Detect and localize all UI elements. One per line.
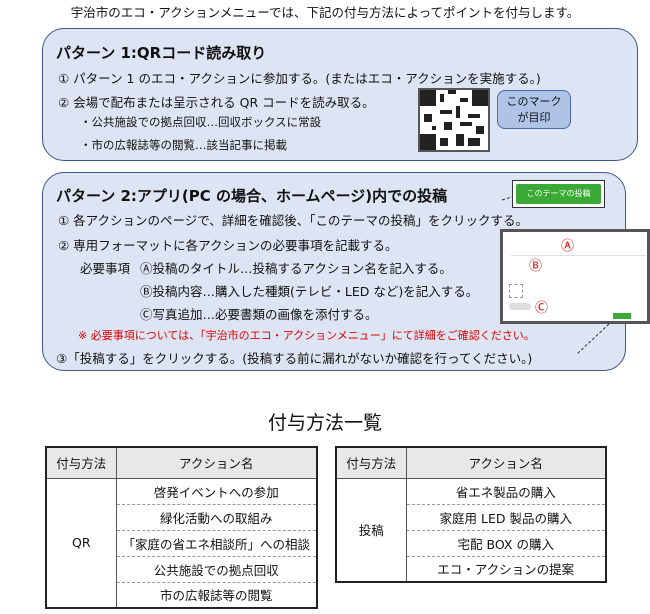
post-form-screenshot: Ⓐ Ⓑ Ⓒ <box>500 229 650 324</box>
req-c: Ⓒ写真追加…必要書類の画像を添付する。 <box>140 307 378 322</box>
pattern2-step3: ③「投稿する」をクリックする。(投稿する前に漏れがないか確認を行ってください。) <box>56 351 533 366</box>
list-title: 付与方法一覧 <box>267 412 382 434</box>
method-cell: 投稿 <box>335 478 407 583</box>
mark-a: Ⓐ <box>561 239 575 254</box>
req-label: 必要事項 <box>80 261 131 276</box>
mark-b: Ⓑ <box>529 259 543 274</box>
theme-post-button: このテーマの投稿 <box>516 184 601 204</box>
pattern2-step2: ② 専用フォーマットに各アクションの必要事項を記載する。 <box>58 238 398 253</box>
method-cell: QR <box>45 478 117 609</box>
table-row: 家庭用 LED 製品の購入 <box>405 504 606 531</box>
bubble-line1: このマーク <box>506 95 562 108</box>
pattern1-bullet1: ・公共施設での拠点回収…回収ボックスに常設 <box>80 115 322 129</box>
pattern2-step1: ① 各アクションのページで、詳細を確認後、「このテーマの投稿」をクリックする。 <box>58 213 529 228</box>
pattern1-step1: ① パターン 1 のエコ・アクションに参加する。(またはエコ・アクションを実施す… <box>58 71 541 86</box>
callout-bubble: このマーク が目印 <box>497 90 571 129</box>
table-row: 宅配 BOX の購入 <box>405 530 606 557</box>
pattern1-step2: ② 会場で配布または呈示される QR コードを読み取る。 <box>58 95 375 110</box>
header-action: アクション名 <box>405 446 607 479</box>
dashed-leader-line <box>576 323 610 355</box>
theme-post-button-sample: このテーマの投稿 <box>512 180 605 208</box>
req-b: Ⓑ投稿内容…購入した種類(テレビ・LED など)を記入する。 <box>140 284 479 299</box>
pattern1-bullet2: ・市の広報誌等の閲覧…該当記事に掲載 <box>80 138 287 152</box>
mark-c: Ⓒ <box>535 301 549 316</box>
table-row: 市の広報誌等の閲覧 <box>115 582 317 609</box>
table-row: 「家庭の省エネ相談所」への相談 <box>115 530 317 557</box>
header-action: アクション名 <box>115 446 318 479</box>
header-method: 付与方法 <box>335 446 407 479</box>
pattern1-title: パターン 1:QRコード読み取り <box>56 44 267 62</box>
pattern2-title: パターン 2:アプリ(PC の場合、ホームページ)内での投稿 <box>56 187 448 205</box>
table-row: 緑化活動への取組み <box>115 504 317 531</box>
bubble-line2: が目印 <box>517 111 551 124</box>
post-method-table: 付与方法アクション名 投稿省エネ製品の購入 家庭用 LED 製品の購入 宅配 B… <box>335 446 607 583</box>
qr-code-image <box>418 88 490 152</box>
intro-text: 宇治市のエコ・アクションメニューでは、下記の付与方法によってポイントを付与します… <box>70 5 580 20</box>
note-text: ※ 必要事項については、「宇治市のエコ・アクションメニュー」にて詳細をご確認くだ… <box>78 329 535 342</box>
table-row: 公共施設での拠点回収 <box>115 556 317 583</box>
req-a: Ⓐ投稿のタイトル…投稿するアクション名を記入する。 <box>140 261 452 276</box>
table-row: 啓発イベントへの参加 <box>115 478 317 505</box>
table-row: 省エネ製品の購入 <box>405 478 606 505</box>
header-method: 付与方法 <box>45 446 117 479</box>
table-row: エコ・アクションの提案 <box>405 556 606 583</box>
